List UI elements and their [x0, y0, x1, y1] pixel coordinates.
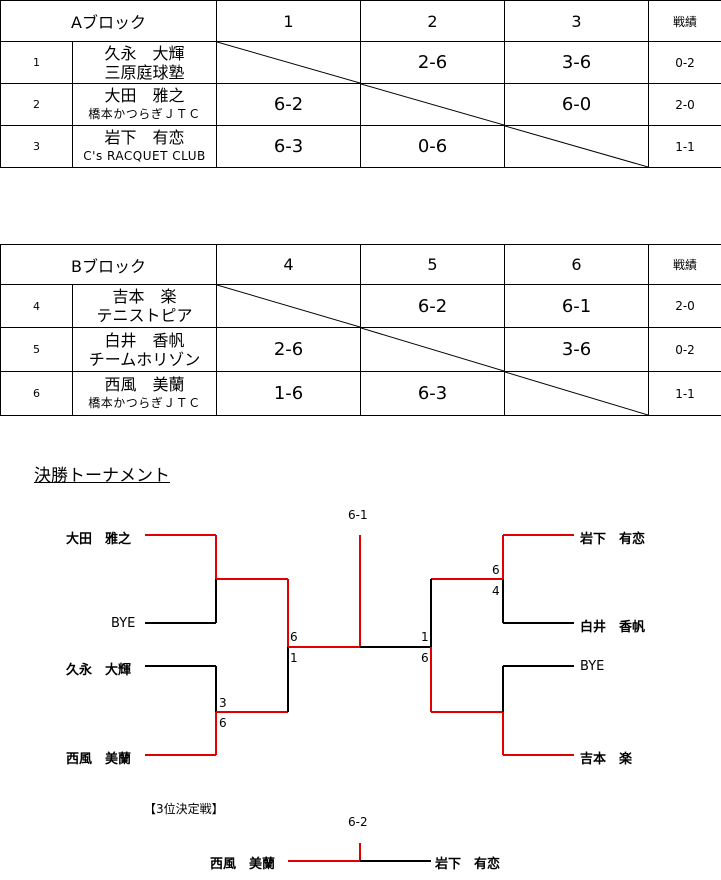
player-club: 橋本かつらぎＪＴＣ [88, 106, 201, 121]
right-score: 4 [492, 584, 500, 598]
block-b-table: Bブロック 4 5 6 戦績 4 吉本 楽 テニストピア 6-2 6-1 2-0… [0, 244, 721, 416]
score-cell: 2-6 [216, 327, 362, 372]
self-match-cell [216, 41, 362, 84]
block-a-table: Aブロック 1 2 3 戦績 1 久永 大輝 三原庭球塾 2-6 3-6 0-2… [0, 0, 721, 168]
player-name: 久永 大輝 [104, 43, 185, 63]
self-match-cell [504, 371, 650, 416]
record-cell: 2-0 [648, 284, 721, 328]
self-match-cell [360, 83, 506, 126]
block-b-col-4: 4 [216, 244, 362, 285]
score-cell: 6-0 [504, 83, 650, 126]
record-cell: 0-2 [648, 41, 721, 84]
left-score: 3 [219, 696, 227, 710]
block-a-record-header: 戦績 [648, 0, 721, 42]
player-club: テニストピア [96, 306, 193, 325]
score-cell: 3-6 [504, 327, 650, 372]
left-player-4: 西風 美蘭 [66, 752, 132, 767]
right-semi-score: 6 [421, 651, 429, 665]
left-player-3: 久永 大輝 [66, 663, 132, 678]
final-score: 6-1 [348, 508, 368, 522]
right-player-1: 岩下 有恋 [580, 532, 646, 547]
self-match-cell [504, 125, 650, 168]
player-name: 岩下 有恋 [104, 127, 185, 147]
right-score: 6 [492, 563, 500, 577]
player-club: 三原庭球塾 [104, 62, 185, 82]
self-match-cell [216, 284, 362, 328]
block-b-record-header: 戦績 [648, 244, 721, 285]
player-cell: 白井 香帆 チームホリゾン [71, 327, 218, 372]
block-a-col-1: 1 [216, 0, 362, 42]
right-semi-score: 1 [421, 630, 429, 644]
row-number: 3 [0, 125, 73, 168]
score-cell: 6-3 [216, 125, 362, 168]
right-player-4: 吉本 楽 [580, 752, 633, 767]
player-name: 大田 雅之 [104, 85, 185, 105]
score-cell: 2-6 [360, 41, 506, 84]
player-cell: 西風 美蘭 橋本かつらぎＪＴＣ [71, 371, 218, 416]
score-cell: 6-1 [504, 284, 650, 328]
row-number: 1 [0, 41, 73, 84]
player-club: 橋本かつらぎＪＴＣ [88, 395, 201, 410]
left-semi-score: 6 [290, 630, 298, 644]
final-tournament-title: 決勝トーナメント [34, 466, 170, 486]
score-cell: 6-3 [360, 371, 506, 416]
player-cell: 岩下 有恋 C's RACQUET CLUB [71, 125, 218, 168]
self-match-cell [360, 327, 506, 372]
right-player-3: BYE [580, 659, 605, 674]
player-name: 西風 美蘭 [104, 374, 185, 394]
player-cell: 久永 大輝 三原庭球塾 [71, 41, 218, 84]
score-cell: 1-6 [216, 371, 362, 416]
row-number: 2 [0, 83, 73, 126]
player-cell: 大田 雅之 橋本かつらぎＪＴＣ [71, 83, 218, 126]
left-player-2: BYE [111, 616, 136, 631]
record-cell: 1-1 [648, 371, 721, 416]
third-place-score: 6-2 [348, 815, 368, 829]
right-player-2: 白井 香帆 [580, 620, 646, 635]
player-cell: 吉本 楽 テニストピア [71, 284, 218, 328]
third-place-left: 西風 美蘭 [210, 857, 276, 872]
block-b-col-5: 5 [360, 244, 506, 285]
block-b-col-6: 6 [504, 244, 650, 285]
player-name: 吉本 楽 [112, 287, 177, 306]
third-place-right: 岩下 有恋 [435, 857, 501, 872]
player-name: 白井 香帆 [104, 330, 185, 350]
player-club: チームホリゾン [88, 349, 201, 369]
player-club: C's RACQUET CLUB [83, 148, 206, 163]
score-cell: 0-6 [360, 125, 506, 168]
block-a-name: Aブロック [0, 0, 218, 42]
left-semi-score: 1 [290, 651, 298, 665]
record-cell: 1-1 [648, 125, 721, 168]
left-score: 6 [219, 716, 227, 730]
third-place-title: 【3位決定戦】 [144, 802, 224, 816]
left-player-1: 大田 雅之 [66, 532, 132, 547]
row-number: 6 [0, 371, 73, 416]
